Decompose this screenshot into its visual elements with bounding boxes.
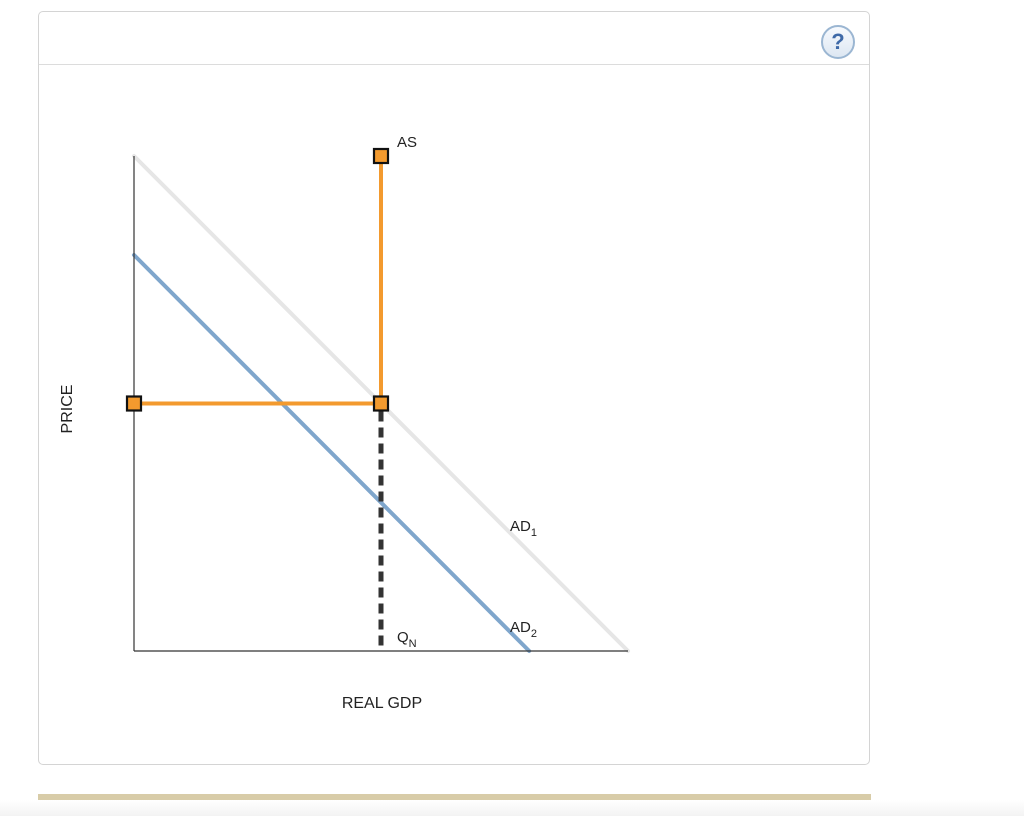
curve-handle[interactable] — [372, 395, 390, 412]
curve-handle[interactable] — [372, 147, 390, 165]
bottom-shade — [0, 800, 1024, 816]
curve-handle[interactable] — [125, 395, 143, 412]
panel-header: ? — [39, 12, 869, 65]
as-handles[interactable] — [125, 147, 390, 412]
x-axis-title: REAL GDP — [342, 695, 422, 712]
question-panel: ? — [38, 11, 870, 765]
ad2-curve-label: AD2 — [510, 619, 537, 640]
ad1-curve-label: AD1 — [510, 518, 537, 539]
y-axis-title: PRICE — [59, 385, 76, 434]
ad2-curve[interactable] — [132, 253, 532, 653]
as-curve-label: AS — [397, 134, 417, 151]
bottom-divider — [38, 794, 871, 800]
help-button[interactable]: ? — [821, 25, 855, 59]
qn-label: QN — [397, 629, 417, 650]
help-icon: ? — [831, 29, 845, 54]
